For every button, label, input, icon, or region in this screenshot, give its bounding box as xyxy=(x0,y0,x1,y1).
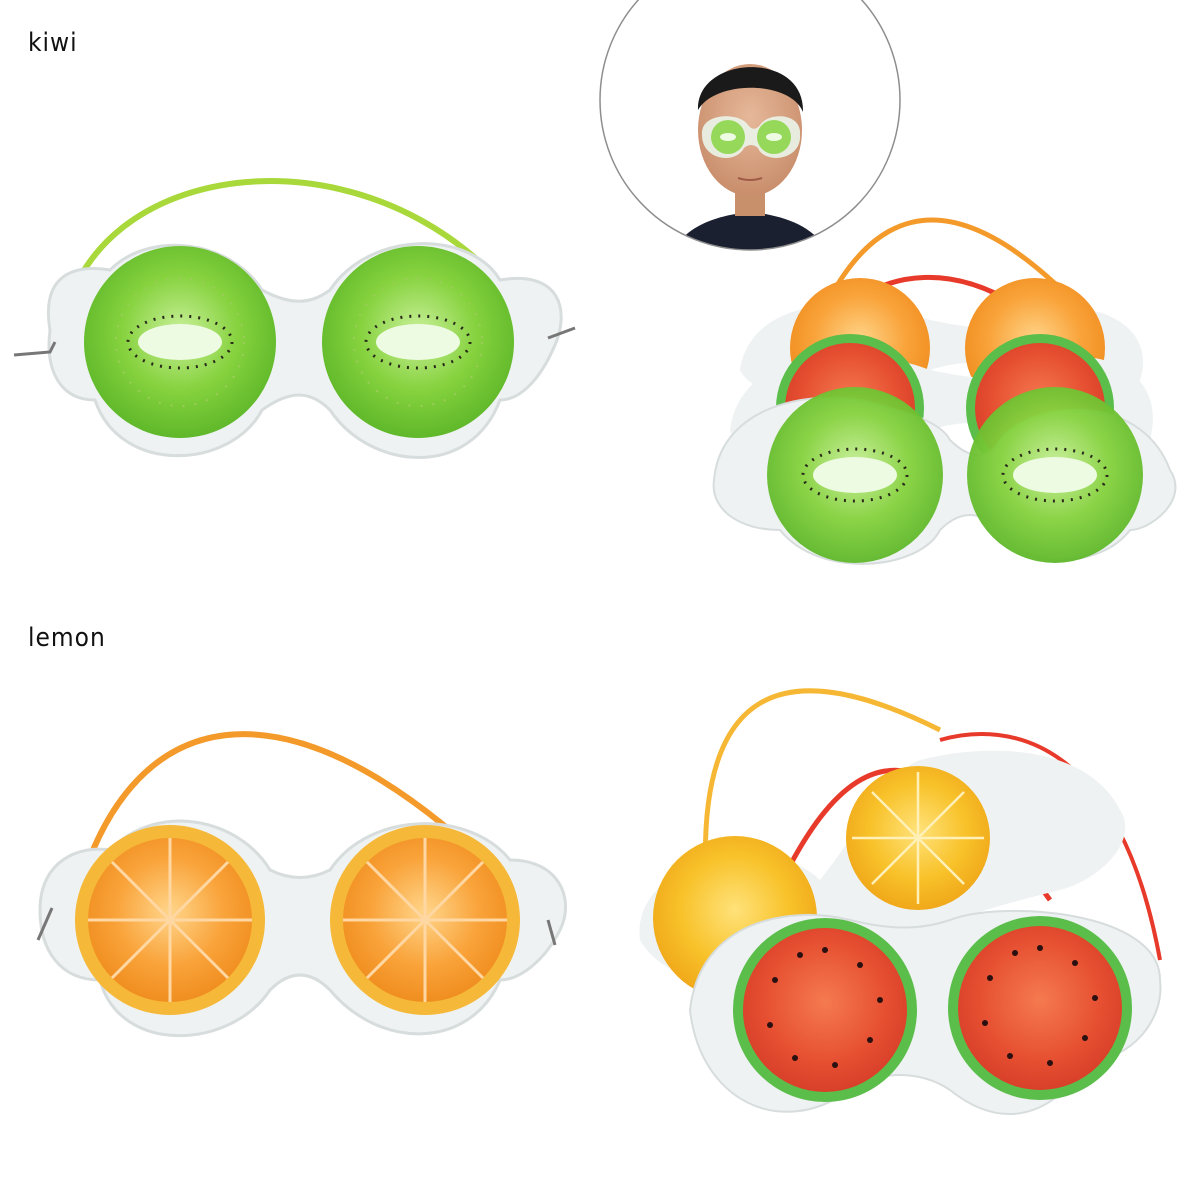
model-wearing-mask-photo xyxy=(599,0,901,251)
label-lemon: lemon xyxy=(28,623,106,653)
orange-left-lens xyxy=(75,825,265,1015)
mixed-masks-photo xyxy=(639,688,1162,1115)
kiwi-right-lens xyxy=(322,246,514,438)
kiwi-left-lens xyxy=(84,246,276,438)
lemon-eye-mask-photo xyxy=(36,731,568,1038)
stacked-masks-photo xyxy=(712,217,1177,565)
kiwi-eye-mask-photo xyxy=(13,178,576,459)
orange-right-lens xyxy=(330,825,520,1015)
label-kiwi: kiwi xyxy=(28,28,78,58)
